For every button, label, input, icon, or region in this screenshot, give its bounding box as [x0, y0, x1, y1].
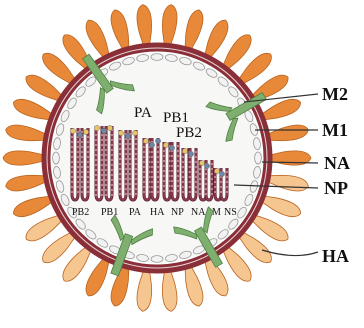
- label-pb1: PB1: [163, 110, 189, 126]
- polymerase-dot: [70, 128, 75, 133]
- polymerase-dot: [155, 138, 160, 143]
- spike-glycoprotein: [267, 123, 310, 145]
- segment-label-ha: HA: [150, 207, 165, 218]
- polymerase-dot: [149, 142, 154, 147]
- segment-label-np: NP: [171, 207, 184, 218]
- label-m2: M2: [322, 84, 348, 104]
- polymerase-dot: [118, 130, 123, 135]
- polymerase-dot: [214, 168, 219, 173]
- spike-glycoprotein: [260, 192, 303, 220]
- polymerase-dot: [94, 125, 99, 130]
- spike-glycoprotein: [181, 8, 206, 51]
- spike-glycoprotein: [4, 172, 47, 194]
- polymerase-dot: [169, 145, 174, 150]
- polymerase-dot: [101, 128, 106, 133]
- polymerase-dot: [204, 163, 209, 168]
- m1-protein: [151, 256, 163, 263]
- m1-protein: [255, 152, 262, 164]
- polymerase-dot: [188, 151, 193, 156]
- segment-label-pb2: PB2: [72, 207, 89, 218]
- spike-glycoprotein: [11, 96, 54, 124]
- polymerase-dot: [163, 142, 168, 147]
- label-pa: PA: [134, 105, 152, 121]
- spike-glycoprotein: [160, 270, 178, 312]
- label-ha: HA: [322, 246, 349, 266]
- polymerase-dot: [199, 160, 204, 165]
- polymerase-dot: [132, 130, 137, 135]
- polymerase-dot: [83, 129, 88, 134]
- label-np: NP: [324, 178, 348, 198]
- spike-glycoprotein: [4, 123, 47, 145]
- polymerase-dot: [143, 138, 148, 143]
- spike-glycoprotein: [181, 265, 206, 308]
- label-na: NA: [324, 153, 350, 173]
- polymerase-dot: [77, 132, 82, 137]
- segment-label-m: M: [212, 207, 221, 218]
- spike-glycoprotein: [267, 172, 310, 194]
- label-pb2: PB2: [176, 125, 202, 141]
- spike-glycoprotein: [108, 8, 133, 51]
- spike-glycoprotein: [160, 4, 178, 46]
- spike-glycoprotein: [136, 270, 154, 312]
- m1-protein: [53, 152, 60, 164]
- spike-glycoprotein: [136, 4, 154, 46]
- polymerase-dot: [125, 133, 130, 138]
- segment-label-pb1: PB1: [101, 207, 118, 218]
- segment-label-ns: NS: [224, 207, 237, 218]
- polymerase-dot: [182, 148, 187, 153]
- m1-protein: [151, 54, 163, 61]
- polymerase-dot: [107, 125, 112, 130]
- polymerase-dot: [219, 171, 224, 176]
- rnp-segment: [163, 142, 179, 200]
- label-m1: M1: [322, 120, 348, 140]
- spike-glycoprotein: [3, 151, 44, 165]
- spike-glycoprotein: [11, 192, 54, 220]
- segment-label-pa: PA: [129, 207, 142, 218]
- segment-label-na: NA: [191, 207, 206, 218]
